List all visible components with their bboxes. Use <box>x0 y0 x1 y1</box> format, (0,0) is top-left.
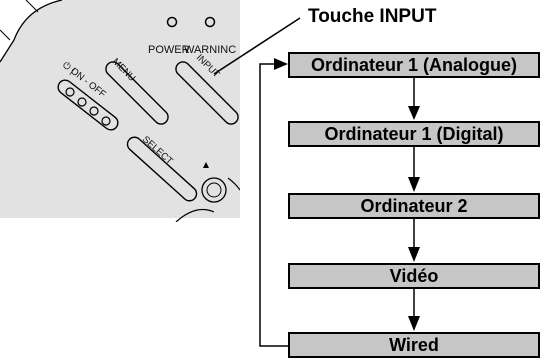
input-button[interactable] <box>173 59 240 127</box>
loop-back-arrow <box>259 58 288 347</box>
down-arrow-4 <box>408 289 420 331</box>
down-arrow-3 <box>408 219 420 262</box>
down-arrow-2 <box>408 147 420 192</box>
down-arrow-1 <box>408 78 420 120</box>
control-panel-illustration: POWER WARNINC ON - OFF ⏻ | MENU INPUT SE… <box>0 0 240 222</box>
mode-box-ordinateur-2: Ordinateur 2 <box>288 193 540 219</box>
callout-leader-line <box>213 17 301 75</box>
warning-indicator-icon <box>204 16 216 28</box>
mode-box-wired: Wired <box>288 332 540 358</box>
up-arrow-icon <box>203 162 209 168</box>
power-label: POWER <box>148 44 190 56</box>
on-off-button[interactable] <box>55 77 120 132</box>
mode-box-ordinateur-1-analogue: Ordinateur 1 (Analogue) <box>288 52 540 78</box>
up-arrow-button[interactable] <box>201 177 227 203</box>
mode-box-video: Vidéo <box>288 263 540 289</box>
power-indicator-icon <box>166 16 178 28</box>
menu-button[interactable] <box>103 59 171 127</box>
mode-box-ordinateur-1-digital: Ordinateur 1 (Digital) <box>288 121 540 147</box>
select-button[interactable] <box>125 134 200 203</box>
warning-label: WARNINC <box>184 44 236 56</box>
input-key-callout: Touche INPUT <box>308 6 437 27</box>
